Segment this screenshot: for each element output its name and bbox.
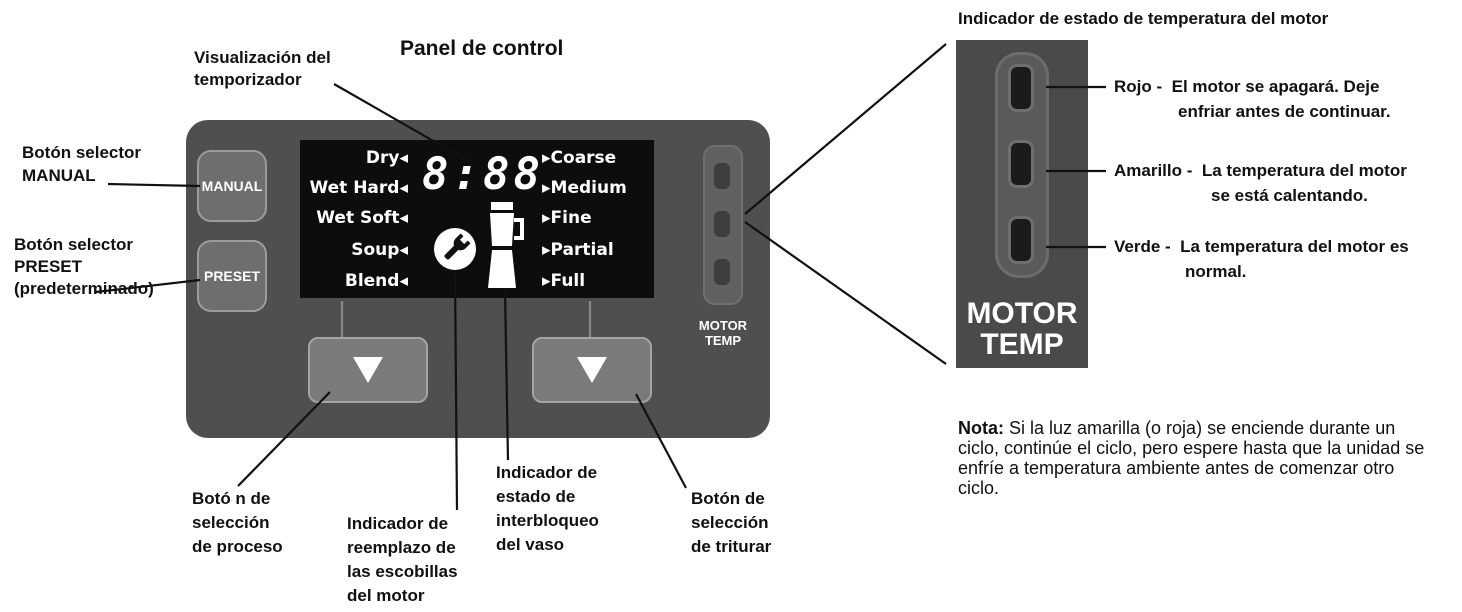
motor-led-yellow	[714, 211, 730, 237]
left-arrow-icon: ◂	[399, 148, 408, 168]
mode-wet-soft: Wet Soft◂	[316, 208, 408, 228]
mode-medium: ▸Medium	[542, 178, 627, 198]
state-red-line1: Rojo - El motor se apagará. Deje	[1114, 77, 1380, 96]
motor-led-red	[714, 163, 730, 189]
mode-partial: ▸Partial	[542, 240, 614, 260]
state-green-line1: Verde - La temperatura del motor es	[1114, 237, 1409, 256]
manual-label-line1: Botón selector	[22, 143, 142, 162]
crush-label-line3: de triturar	[691, 537, 772, 556]
brushes-label-line1: Indicador de	[347, 514, 449, 533]
manual-label-line2: MANUAL	[22, 166, 96, 185]
motor-temp-indicator	[703, 145, 743, 305]
process-label-line2: selección	[192, 513, 270, 532]
left-arrow-icon: ◂	[399, 240, 408, 260]
preset-button[interactable]: PRESET	[197, 240, 267, 312]
process-select-button[interactable]	[308, 337, 428, 403]
preset-label-line3: (predeterminado)	[14, 279, 154, 298]
leader-zoom-bottom	[744, 221, 947, 365]
right-arrow-icon: ▸	[542, 208, 551, 228]
motor-led-green	[714, 259, 730, 285]
blender-jar-icon	[488, 202, 524, 288]
right-arrow-icon: ▸	[542, 178, 551, 198]
brushes-label-line4: del motor	[347, 586, 425, 605]
right-arrow-icon: ▸	[542, 148, 551, 168]
timer-label-line2: temporizador	[194, 70, 302, 89]
interlock-label-line2: estado de	[496, 487, 576, 506]
crush-label-line2: selección	[691, 513, 769, 532]
lcd-screen	[300, 140, 654, 298]
mode-full: ▸Full	[542, 271, 586, 291]
right-arrow-icon: ▸	[542, 271, 551, 291]
left-arrow-icon: ◂	[399, 271, 408, 291]
interlock-label-line3: interbloqueo	[496, 511, 599, 530]
note: Nota: Si la luz amarilla (o roja) se enc…	[958, 418, 1425, 498]
manual-button[interactable]: MANUAL	[197, 150, 267, 222]
state-red-line2: enfriar antes de continuar.	[1178, 102, 1391, 121]
process-label-line3: de proceso	[192, 537, 283, 556]
timer-display: 8:88	[422, 149, 544, 200]
state-yellow-line1: Amarillo - La temperatura del motor	[1114, 161, 1407, 180]
zoom-led-red	[1008, 64, 1034, 112]
timer-label-line1: Visualización del	[194, 48, 331, 67]
crush-select-button[interactable]	[532, 337, 652, 403]
preset-label-line2: PRESET	[14, 257, 83, 276]
mode-blend: Blend◂	[344, 271, 408, 291]
mode-coarse: ▸Coarse	[542, 148, 617, 168]
crush-label-line1: Botón de	[691, 489, 765, 508]
process-label-line1: Botó n de	[192, 489, 271, 508]
down-triangle-icon	[353, 357, 383, 383]
left-arrow-icon: ◂	[399, 208, 408, 228]
preset-label-line1: Botón selector	[14, 235, 134, 254]
panel-title: Panel de control	[400, 37, 564, 60]
zoom-led-yellow	[1008, 140, 1034, 188]
brushes-label-line3: las escobillas	[347, 562, 458, 581]
mode-soup: Soup◂	[351, 240, 408, 260]
mode-dry: Dry◂	[365, 148, 408, 168]
wrench-icon	[434, 228, 476, 270]
mode-wet-hard: Wet Hard◂	[309, 178, 408, 198]
down-triangle-icon	[577, 357, 607, 383]
interlock-label-line4: del vaso	[496, 535, 565, 554]
state-green-line2: normal.	[1185, 262, 1247, 281]
interlock-label-line1: Indicador de	[496, 463, 598, 482]
brushes-label-line2: reemplazo de	[347, 538, 456, 557]
state-yellow-line2: se está calentando.	[1211, 186, 1368, 205]
indicator-title: Indicador de estado de temperatura del m…	[958, 9, 1329, 28]
mode-fine: ▸Fine	[542, 208, 592, 228]
leader-zoom-top	[744, 43, 947, 215]
right-arrow-icon: ▸	[542, 240, 551, 260]
zoom-led-green	[1008, 216, 1034, 264]
left-arrow-icon: ◂	[399, 178, 408, 198]
